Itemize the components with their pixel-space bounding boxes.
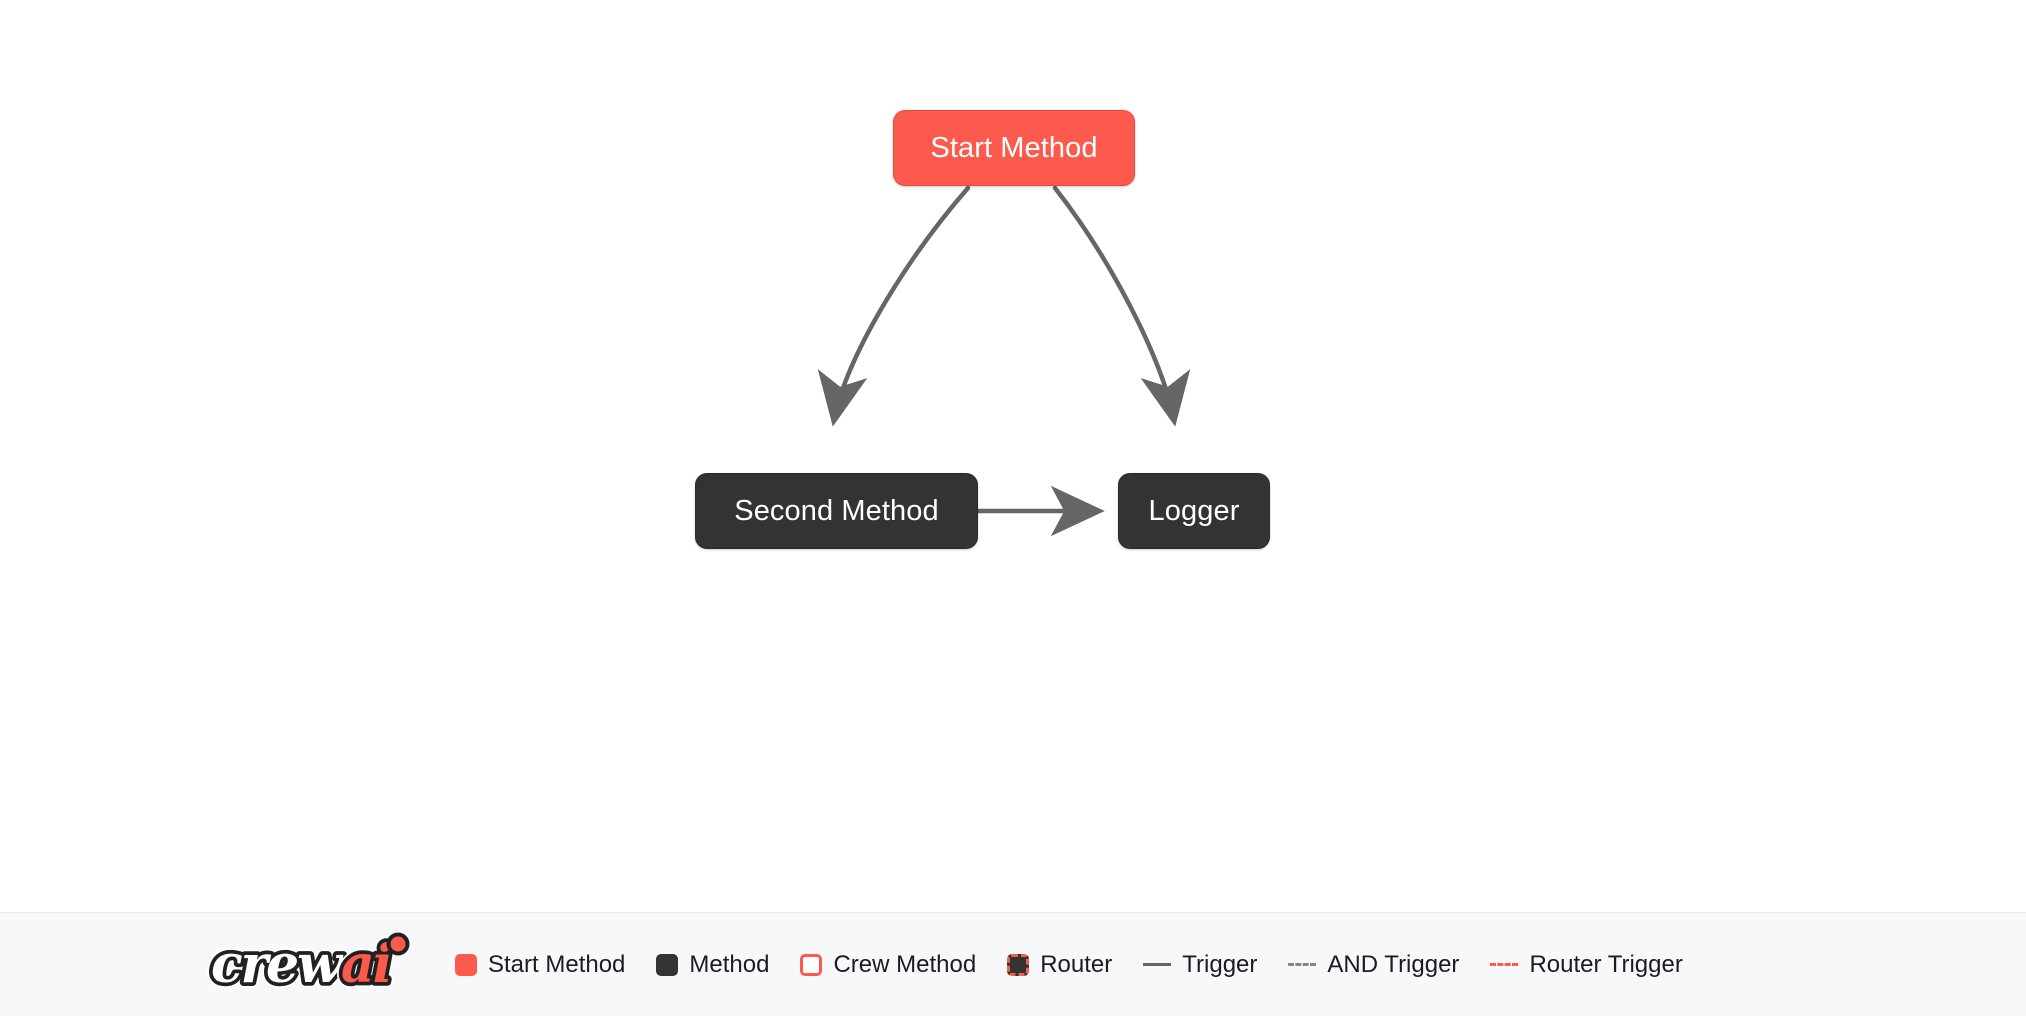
flow-canvas[interactable]: Start Method Second Method Logger	[0, 0, 2026, 912]
legend-label: Router	[1040, 950, 1113, 978]
legend-item-trigger: Trigger	[1143, 950, 1258, 978]
legend-item-method: Method	[656, 950, 770, 978]
flow-node-logger[interactable]: Logger	[1118, 473, 1270, 549]
legend-label: AND Trigger	[1327, 950, 1460, 978]
edge-start-to-logger	[1052, 185, 1191, 427]
flow-node-second-method[interactable]: Second Method	[695, 473, 978, 549]
router-trigger-line-icon	[1490, 963, 1519, 966]
legend-label: Method	[689, 950, 770, 978]
legend-label: Start Method	[488, 950, 626, 978]
svg-text:crew: crew	[211, 934, 344, 995]
legend-item-router-trigger: Router Trigger	[1490, 950, 1683, 978]
svg-text:crew: crew	[211, 934, 344, 995]
svg-text:ai: ai	[341, 934, 391, 995]
edge-start-to-second	[817, 185, 971, 427]
legend-label: Trigger	[1182, 950, 1258, 978]
crewai-logo-icon: crew crew crew ai ai ai	[206, 930, 410, 1000]
start-method-swatch-icon	[455, 953, 477, 976]
flow-node-label: Second Method	[734, 494, 939, 527]
legend-label: Router Trigger	[1529, 950, 1683, 978]
crewai-logo: crew crew crew ai ai ai	[205, 930, 419, 1000]
crew-method-swatch-icon	[800, 953, 823, 976]
legend-item-start-method: Start Method	[455, 950, 626, 978]
trigger-line-icon	[1143, 963, 1172, 966]
legend-item-router: Router	[1007, 950, 1113, 978]
legend-item-crew-method: Crew Method	[800, 950, 977, 978]
legend-bar: crew crew crew ai ai ai Start Method Met…	[0, 912, 2026, 1016]
and-trigger-line-icon	[1288, 963, 1317, 966]
flow-node-label: Start Method	[930, 131, 1098, 164]
method-swatch-icon	[656, 953, 679, 976]
flow-node-label: Logger	[1148, 494, 1240, 527]
legend-item-and-trigger: AND Trigger	[1288, 950, 1460, 978]
svg-text:crew: crew	[211, 934, 344, 995]
svg-text:ai: ai	[341, 934, 391, 995]
router-swatch-icon	[1007, 953, 1030, 976]
legend-label: Crew Method	[833, 950, 977, 978]
flow-node-start-method[interactable]: Start Method	[893, 110, 1135, 186]
legend-items: Start Method Method Crew Method Router T…	[455, 950, 1683, 978]
